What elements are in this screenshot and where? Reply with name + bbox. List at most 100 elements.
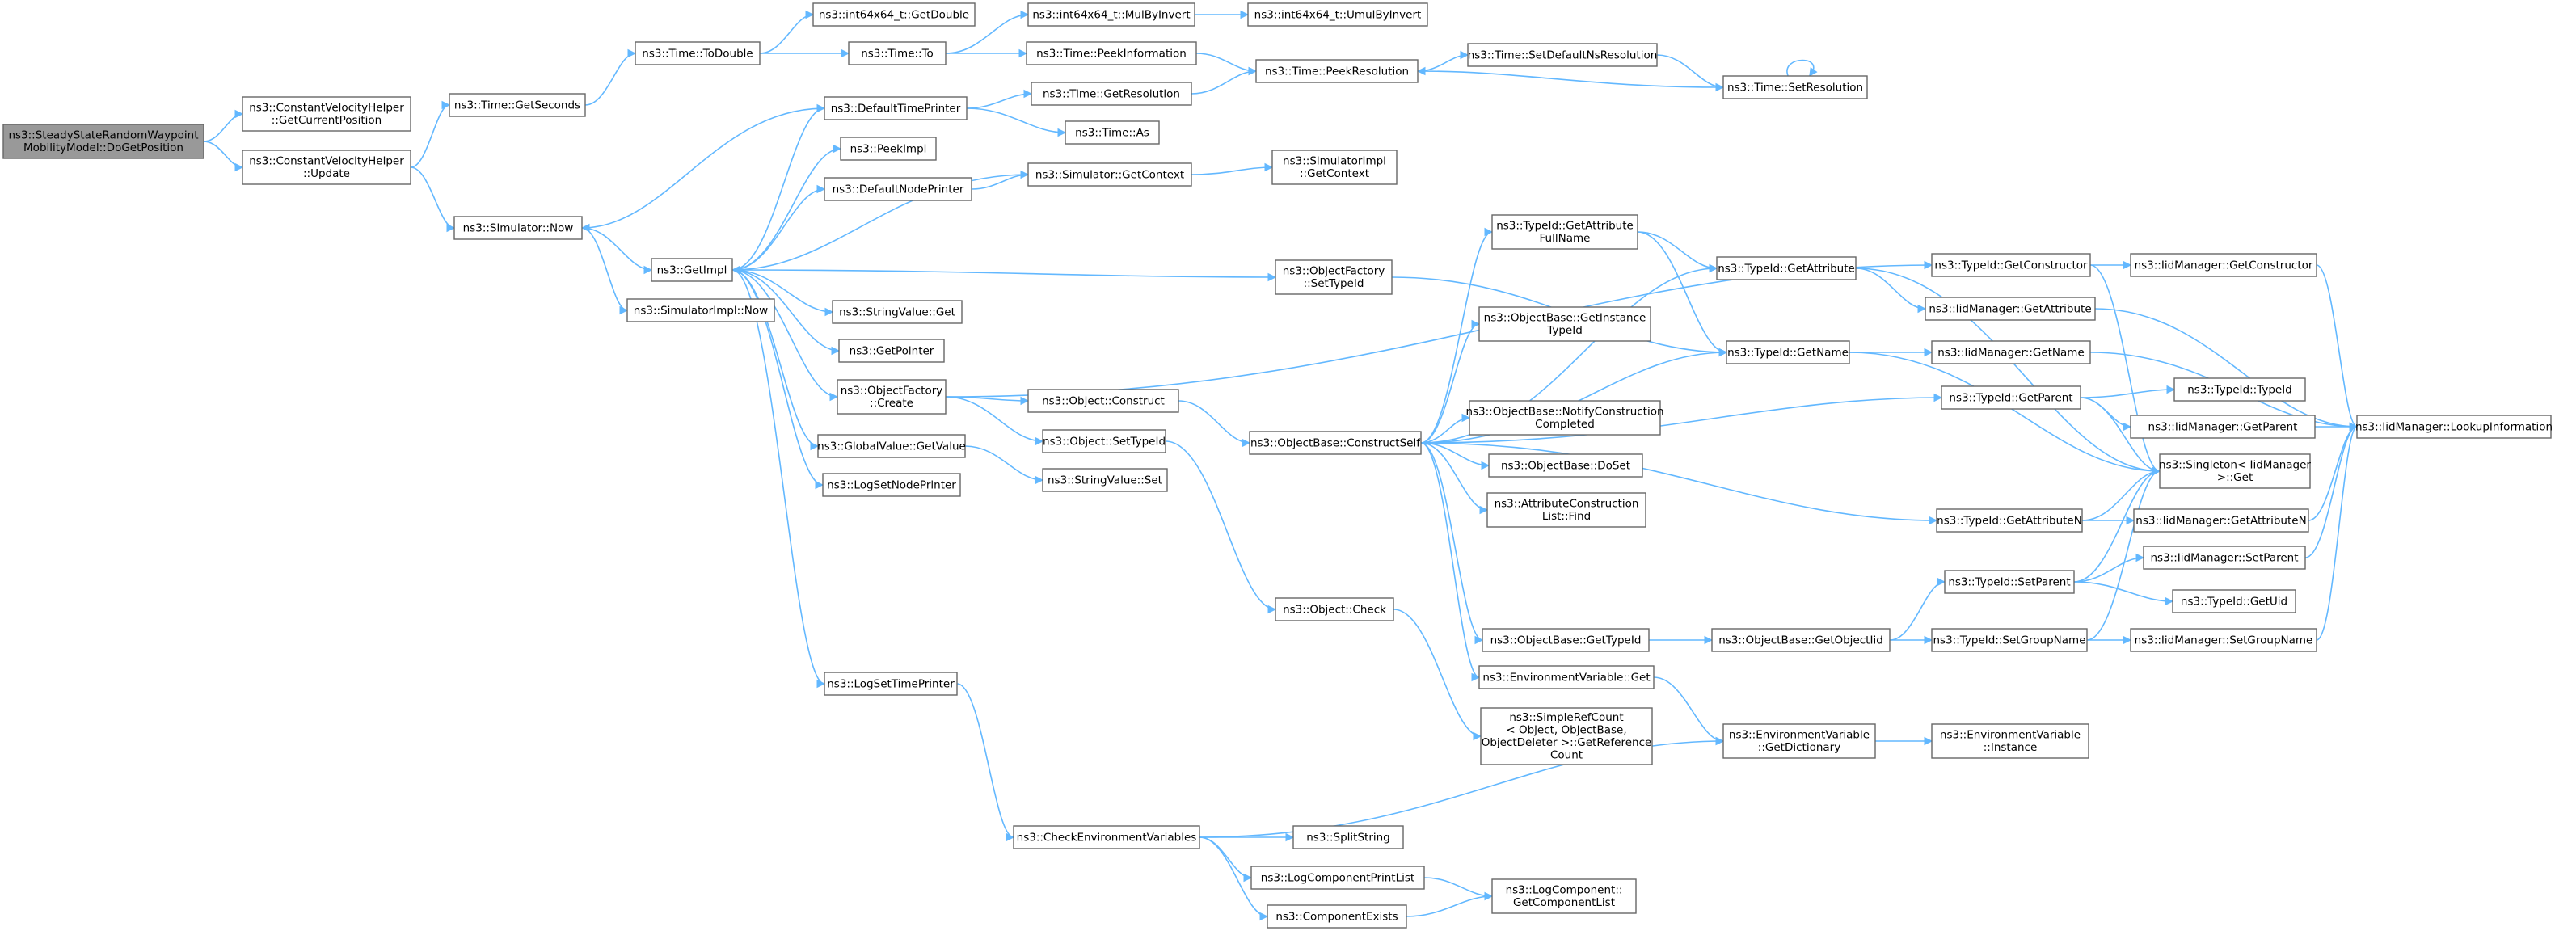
edge-n7-n10 bbox=[946, 48, 1028, 58]
node-ns3-logsettimeprinter[interactable]: ns3::LogSetTimePrinter bbox=[824, 672, 958, 696]
node-ns3-objectfactory-settypeid[interactable]: ns3::ObjectFactory::SetTypeId bbox=[1275, 259, 1393, 295]
edge-n48-n56 bbox=[2089, 264, 2161, 476]
node-ns3-iidmanager-getattributen[interactable]: ns3::IidManager::GetAttributeN bbox=[2133, 508, 2309, 533]
node-label: ns3::SplitString bbox=[1306, 831, 1390, 844]
node-ns3-time-todouble[interactable]: ns3::Time::ToDouble bbox=[635, 41, 761, 65]
node-ns3-time-getseconds[interactable]: ns3::Time::GetSeconds bbox=[449, 93, 586, 117]
node-ns3-iidmanager-setparent[interactable]: ns3::IidManager::SetParent bbox=[2143, 546, 2306, 570]
node-box bbox=[837, 379, 947, 415]
node-ns3-getimpl[interactable]: ns3::GetImpl bbox=[651, 258, 733, 282]
node-ns3-typeid-getuid[interactable]: ns3::TypeId::GetUid bbox=[2172, 589, 2296, 613]
node-ns3-object-check[interactable]: ns3::Object::Check bbox=[1275, 597, 1394, 621]
node-label: ns3::SimulatorImpl::Now bbox=[634, 304, 768, 317]
edge-arrowhead bbox=[1248, 66, 1258, 76]
node-ns3-logcomponentprintlist[interactable]: ns3::LogComponentPrintList bbox=[1250, 866, 1425, 890]
edge-n20-n21 bbox=[971, 170, 1030, 190]
node-ns3-stringvalue-get[interactable]: ns3::StringValue::Get bbox=[832, 300, 963, 324]
node-label: ns3::IidManager::SetGroupName bbox=[2135, 634, 2313, 647]
node-ns3-objectbase-getobjectiid[interactable]: ns3::ObjectBase::GetObjectIid bbox=[1711, 628, 1891, 652]
node-ns3-splitstring[interactable]: ns3::SplitString bbox=[1292, 825, 1404, 849]
node-ns3-environmentvariable-get[interactable]: ns3::EnvironmentVariable::Get bbox=[1478, 665, 1655, 689]
node-label: ns3::ObjectBase::GetInstance bbox=[1484, 312, 1646, 325]
node-ns3-checkenvironmentvariables[interactable]: ns3::CheckEnvironmentVariables bbox=[1013, 825, 1200, 849]
node-ns3-typeid-setgroupname[interactable]: ns3::TypeId::SetGroupName bbox=[1931, 628, 2088, 652]
node-ns3-time-as[interactable]: ns3::Time::As bbox=[1065, 120, 1160, 145]
node-ns3-constantvelocityhelper-update[interactable]: ns3::ConstantVelocityHelper::Update bbox=[242, 150, 411, 185]
node-ns3-constantvelocityhelper-getcurrentposition[interactable]: ns3::ConstantVelocityHelper::GetCurrentP… bbox=[242, 96, 411, 132]
node-ns3-time-to[interactable]: ns3::Time::To bbox=[848, 41, 947, 65]
node-ns3-componentexists[interactable]: ns3::ComponentExists bbox=[1267, 904, 1407, 929]
node-ns3-globalvalue-getvalue[interactable]: ns3::GlobalValue::GetValue bbox=[817, 434, 966, 458]
node-ns3-time-getresolution[interactable]: ns3::Time::GetResolution bbox=[1031, 82, 1192, 106]
node-ns3-typeid-getattribute[interactable]: ns3::TypeId::GetAttribute bbox=[1716, 256, 1857, 280]
edge-line bbox=[731, 174, 1029, 271]
edge-arrowhead bbox=[824, 307, 834, 317]
node-ns3-defaultnodeprinter[interactable]: ns3::DefaultNodePrinter bbox=[824, 177, 972, 201]
node-ns3-typeid-getconstructor[interactable]: ns3::TypeId::GetConstructor bbox=[1931, 253, 2091, 277]
node-ns3-time-setdefaultnsresolution[interactable]: ns3::Time::SetDefaultNsResolution bbox=[1467, 43, 1658, 67]
node-ns3-typeid-getattributen[interactable]: ns3::TypeId::GetAttributeN bbox=[1936, 508, 2083, 533]
edge-line bbox=[971, 174, 1029, 190]
node-ns3-simulatorimpl-now[interactable]: ns3::SimulatorImpl::Now bbox=[626, 298, 775, 322]
edge-arrowhead bbox=[1006, 832, 1015, 842]
edge-n64-n68 bbox=[1199, 836, 1269, 921]
node-ns3-objectbase-doset[interactable]: ns3::ObjectBase::DoSet bbox=[1488, 453, 1643, 478]
edge-n62-n63 bbox=[2086, 635, 2132, 645]
node-ns3-typeid-setparent[interactable]: ns3::TypeId::SetParent bbox=[1944, 570, 2075, 594]
node-ns3-objectfactory-create[interactable]: ns3::ObjectFactory::Create bbox=[837, 379, 947, 415]
node-ns3-time-peekinformation[interactable]: ns3::Time::PeekInformation bbox=[1026, 41, 1197, 65]
node-ns3-objectbase-notifyconstruction-completed[interactable]: ns3::ObjectBase::NotifyConstructionCompl… bbox=[1465, 400, 1664, 436]
node-ns3-peekimpl[interactable]: ns3::PeekImpl bbox=[840, 137, 937, 161]
node-ns3-singleton-iidmanager-get[interactable]: ns3::Singleton< IidManager>::Get bbox=[2159, 453, 2311, 489]
node-ns3-iidmanager-getname[interactable]: ns3::IidManager::GetName bbox=[1931, 340, 2091, 364]
node-label: ns3::Time::To bbox=[861, 47, 934, 60]
node-box bbox=[1478, 306, 1651, 342]
node-ns3-defaulttimeprinter[interactable]: ns3::DefaultTimePrinter bbox=[824, 96, 968, 120]
node-ns3-int64x64-t-umulbyinvert[interactable]: ns3::int64x64_t::UmulByInvert bbox=[1247, 2, 1428, 27]
node-ns3-objectbase-gettypeid[interactable]: ns3::ObjectBase::GetTypeId bbox=[1482, 628, 1650, 652]
edge-line bbox=[1406, 895, 1493, 917]
node-ns3-iidmanager-lookupinformation[interactable]: ns3::IidManager::LookupInformation bbox=[2355, 415, 2553, 439]
node-label: ns3::PeekImpl bbox=[850, 142, 927, 155]
edge-line bbox=[2308, 426, 2358, 521]
node-ns3-typeid-typeid[interactable]: ns3::TypeId::TypeId bbox=[2173, 377, 2306, 402]
node-ns3-typeid-getname[interactable]: ns3::TypeId::GetName bbox=[1726, 340, 1850, 364]
edge-arrowhead bbox=[2349, 422, 2359, 432]
node-ns3-simplerefcount-object-objectbase-objectdeleter-getreference-count[interactable]: ns3::SimpleRefCount< Object, ObjectBase,… bbox=[1480, 707, 1653, 765]
edge-line bbox=[1420, 231, 1493, 444]
node-label: ns3::CheckEnvironmentVariables bbox=[1017, 831, 1197, 844]
node-ns3-typeid-getparent[interactable]: ns3::TypeId::GetParent bbox=[1941, 385, 2081, 410]
edge-arrowhead bbox=[1704, 635, 1714, 645]
node-ns3-steadystaterandomwaypoint-mobilitymodel-dogetposition[interactable]: ns3::SteadyStateRandomWaypointMobilityMo… bbox=[2, 124, 204, 159]
edge-line bbox=[410, 166, 455, 229]
edge-n5-n6 bbox=[759, 10, 815, 54]
node-ns3-objectbase-constructself[interactable]: ns3::ObjectBase::ConstructSelf bbox=[1249, 431, 1422, 455]
edge-line bbox=[731, 107, 825, 271]
node-ns3-iidmanager-getattribute[interactable]: ns3::IidManager::GetAttribute bbox=[1925, 297, 2096, 321]
node-ns3-time-peekresolution[interactable]: ns3::Time::PeekResolution bbox=[1255, 59, 1419, 83]
node-ns3-object-settypeid[interactable]: ns3::Object::SetTypeId bbox=[1042, 429, 1166, 453]
node-ns3-logsetnodeprinter[interactable]: ns3::LogSetNodePrinter bbox=[822, 473, 961, 497]
node-ns3-getpointer[interactable]: ns3::GetPointer bbox=[838, 339, 945, 363]
node-ns3-environmentvariable-instance[interactable]: ns3::EnvironmentVariable::Instance bbox=[1931, 723, 2089, 759]
node-ns3-int64x64-t-mulbyinvert[interactable]: ns3::int64x64_t::MulByInvert bbox=[1027, 2, 1195, 27]
node-ns3-simulator-getcontext[interactable]: ns3::Simulator::GetContext bbox=[1027, 162, 1192, 187]
edge-arrowhead bbox=[1924, 736, 1933, 746]
node-ns3-logcomponent-getcomponentlist[interactable]: ns3::LogComponent::GetComponentList bbox=[1491, 878, 1637, 914]
node-ns3-simulator-now[interactable]: ns3::Simulator::Now bbox=[453, 216, 583, 240]
node-ns3-simulatorimpl-getcontext[interactable]: ns3::SimulatorImpl::GetContext bbox=[1271, 150, 1398, 185]
node-ns3-iidmanager-getconstructor[interactable]: ns3::IidManager::GetConstructor bbox=[2130, 253, 2317, 277]
node-ns3-object-construct[interactable]: ns3::Object::Construct bbox=[1027, 389, 1179, 413]
node-ns3-stringvalue-set[interactable]: ns3::StringValue::Set bbox=[1042, 468, 1168, 492]
edge-n50-n55 bbox=[2094, 308, 2359, 432]
node-ns3-environmentvariable-getdictionary[interactable]: ns3::EnvironmentVariable::GetDictionary bbox=[1722, 723, 1876, 759]
edge-n26-n48 bbox=[945, 260, 1933, 398]
node-ns3-iidmanager-setgroupname[interactable]: ns3::IidManager::SetGroupName bbox=[2130, 628, 2317, 652]
node-ns3-iidmanager-getparent[interactable]: ns3::IidManager::GetParent bbox=[2130, 415, 2316, 439]
node-ns3-time-setresolution[interactable]: ns3::Time::SetResolution bbox=[1722, 75, 1868, 99]
edge-n34-n52 bbox=[1420, 393, 1943, 444]
node-ns3-int64x64-t-getdouble[interactable]: ns3::int64x64_t::GetDouble bbox=[812, 2, 976, 27]
